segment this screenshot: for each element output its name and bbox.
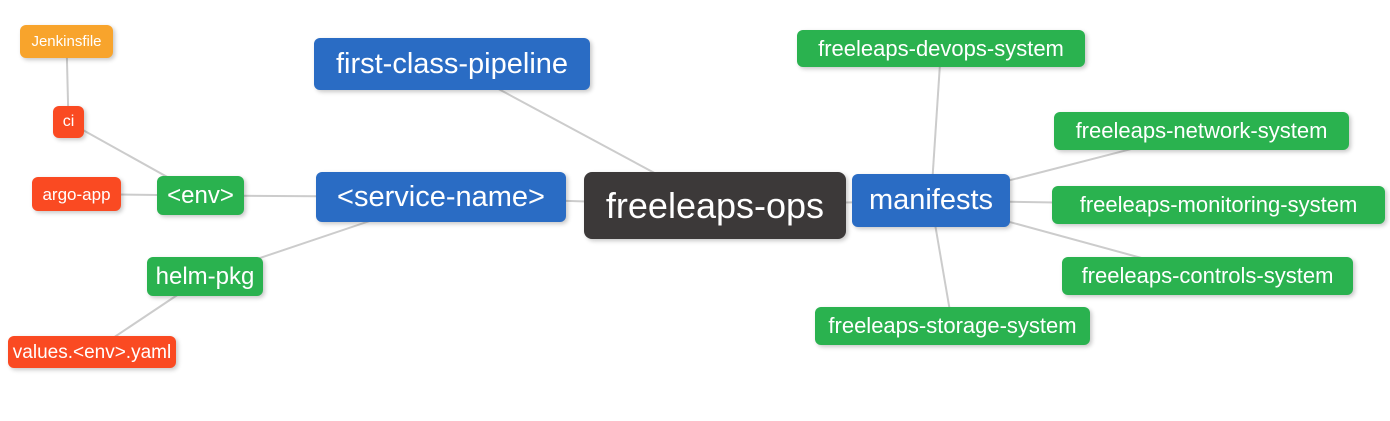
node-argo-app[interactable]: argo-app bbox=[32, 177, 121, 211]
node-first-class-pipeline[interactable]: first-class-pipeline bbox=[314, 38, 590, 90]
node-service-name[interactable]: <service-name> bbox=[316, 172, 566, 222]
node-env[interactable]: <env> bbox=[157, 176, 244, 215]
node-freeleaps-monitoring-system[interactable]: freeleaps-monitoring-system bbox=[1052, 186, 1385, 224]
node-helm-pkg[interactable]: helm-pkg bbox=[147, 257, 263, 296]
node-freeleaps-network-system[interactable]: freeleaps-network-system bbox=[1054, 112, 1349, 150]
node-freeleaps-storage-system[interactable]: freeleaps-storage-system bbox=[815, 307, 1090, 345]
node-jenkinsfile[interactable]: Jenkinsfile bbox=[20, 25, 113, 58]
node-freeleaps-controls-system[interactable]: freeleaps-controls-system bbox=[1062, 257, 1353, 295]
node-manifests[interactable]: manifests bbox=[852, 174, 1010, 227]
node-freeleaps-devops-system[interactable]: freeleaps-devops-system bbox=[797, 30, 1085, 67]
node-values-env-yaml[interactable]: values.<env>.yaml bbox=[8, 336, 176, 368]
node-root-freeleaps-ops[interactable]: freeleaps-ops bbox=[584, 172, 846, 239]
node-ci[interactable]: ci bbox=[53, 106, 84, 138]
